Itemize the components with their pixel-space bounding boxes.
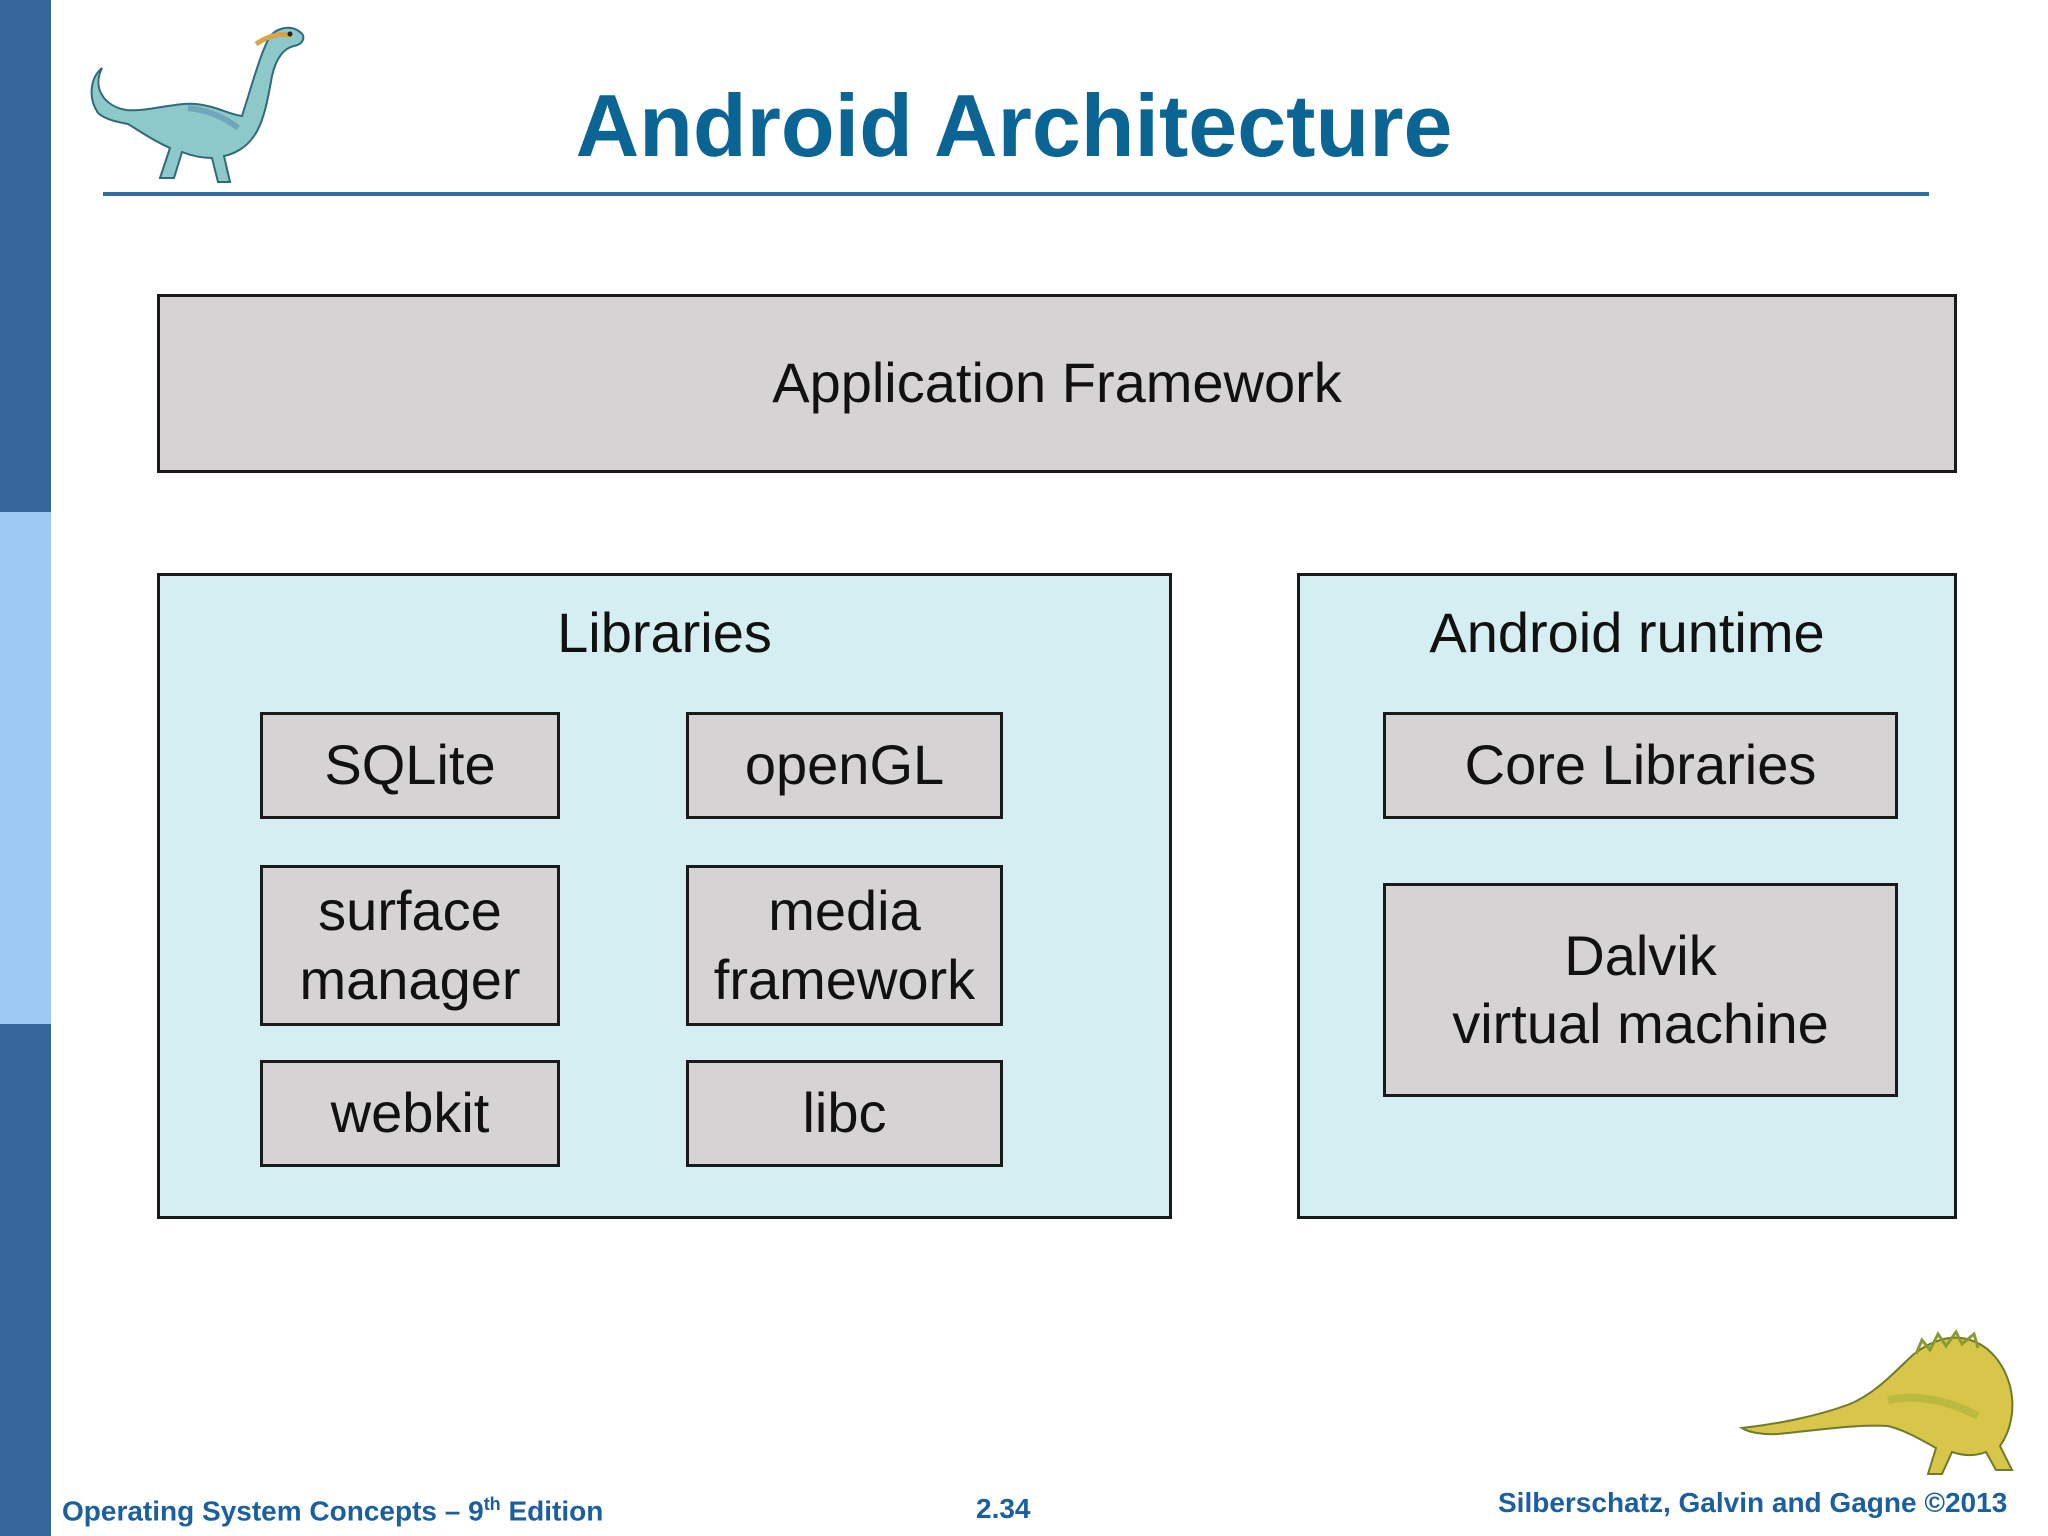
dalvik-vm-line2: virtual machine xyxy=(1452,992,1829,1055)
side-strip-top xyxy=(0,0,51,512)
library-opengl-label: openGL xyxy=(744,733,945,797)
title-underline xyxy=(103,192,1929,196)
core-libraries-box: Core Libraries xyxy=(1383,712,1898,819)
library-sqlite-box: SQLite xyxy=(260,712,560,819)
library-libc-label: libc xyxy=(802,1081,887,1145)
slide-title: Android Architecture xyxy=(575,76,1453,175)
dalvik-vm-line1: Dalvik xyxy=(1564,923,1717,987)
library-opengl-box: openGL xyxy=(686,712,1003,819)
dinosaur-icon xyxy=(1739,1329,2014,1475)
side-strip-middle xyxy=(0,512,51,1024)
library-sqlite-label: SQLite xyxy=(324,733,496,797)
library-webkit-box: webkit xyxy=(260,1060,560,1167)
footer-page-number: 2.34 xyxy=(976,1493,1031,1524)
library-media-framework-box: media framework xyxy=(686,865,1003,1026)
footer-book-title: Operating System Concepts – 9th Edition xyxy=(62,1494,604,1527)
android-runtime-label: Android runtime xyxy=(1429,601,1825,664)
application-framework-box: Application Framework xyxy=(157,294,1957,473)
application-framework-label: Application Framework xyxy=(772,351,1342,415)
dinosaur-icon xyxy=(90,26,305,183)
library-surface-manager-box: surface manager xyxy=(260,865,560,1026)
dalvik-vm-box: Dalvik virtual machine xyxy=(1383,883,1898,1097)
library-media-framework-line1: media xyxy=(768,879,921,943)
library-webkit-label: webkit xyxy=(330,1081,490,1145)
footer-copyright: Silberschatz, Galvin and Gagne ©2013 xyxy=(1498,1487,2008,1518)
core-libraries-label: Core Libraries xyxy=(1464,733,1817,797)
side-strip-bottom xyxy=(0,1024,51,1536)
libraries-label: Libraries xyxy=(557,601,772,664)
library-surface-manager-line2: manager xyxy=(299,947,521,1011)
library-surface-manager-line1: surface xyxy=(318,879,502,943)
library-media-framework-line2: framework xyxy=(713,947,976,1011)
library-libc-box: libc xyxy=(686,1060,1003,1167)
